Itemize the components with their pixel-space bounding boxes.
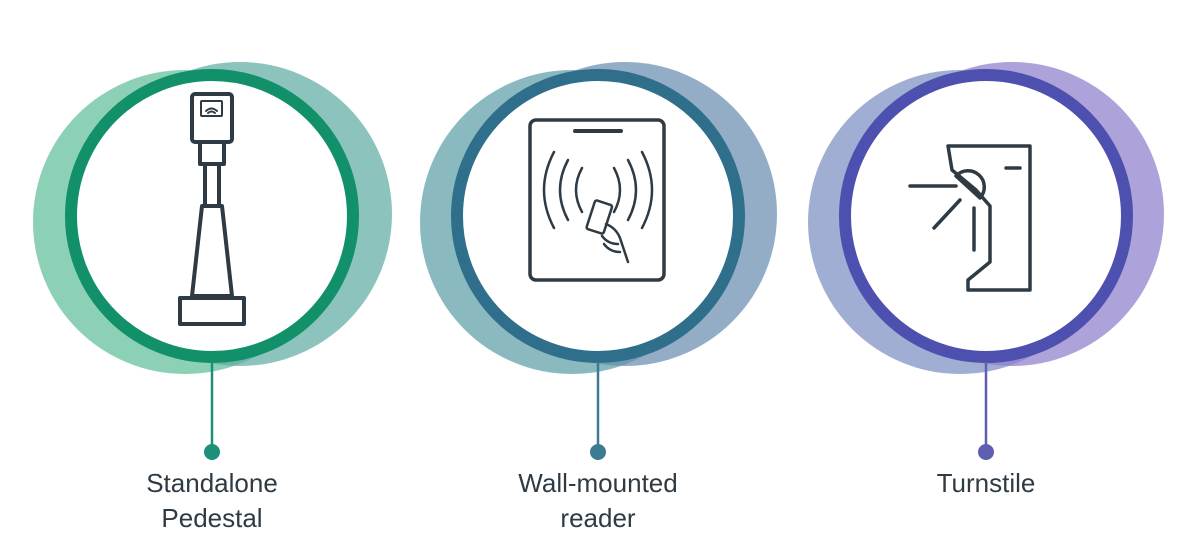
turnstile-node [978, 444, 994, 460]
label-line: Pedestal [161, 503, 263, 533]
item-wall-mounted-reader [420, 62, 777, 460]
wall-reader-node [590, 444, 606, 460]
wall-mounted-reader-icon [528, 118, 666, 282]
pedestal-ring [65, 69, 359, 363]
label-line: Standalone [146, 468, 278, 498]
turnstile-icon [908, 144, 1032, 292]
pedestal-card-reader-icon [178, 92, 246, 326]
label-line: Turnstile [936, 468, 1036, 498]
label-wall-mounted-reader: Wall-mounted reader [448, 466, 748, 536]
item-turnstile [808, 62, 1164, 460]
item-standalone-pedestal [33, 62, 392, 460]
label-turnstile: Turnstile [836, 466, 1136, 501]
label-line: reader [560, 503, 636, 533]
pedestal-node [204, 444, 220, 460]
label-line: Wall-mounted [518, 468, 678, 498]
label-standalone-pedestal: Standalone Pedestal [62, 466, 362, 536]
turnstile-ring [839, 69, 1133, 363]
wall-reader-ring [451, 69, 745, 363]
